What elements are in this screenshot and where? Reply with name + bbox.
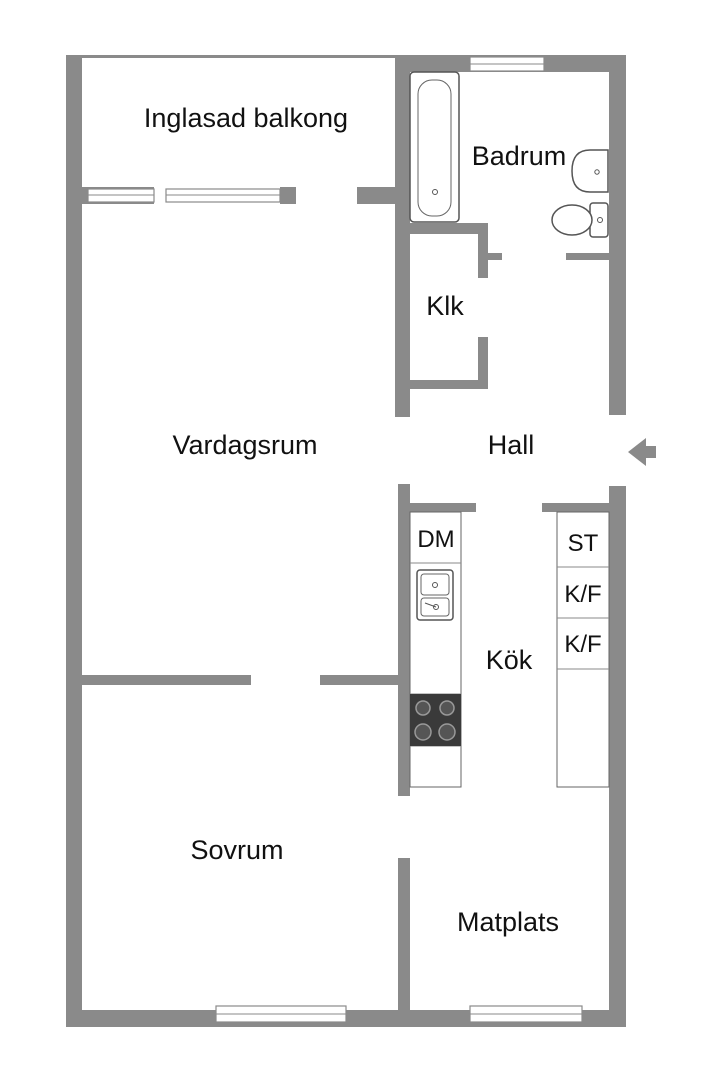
sink-icon: [571, 149, 609, 193]
bathtub-icon: [409, 71, 460, 223]
fridge-freezer-label-2: K/F: [564, 631, 601, 658]
kitchen-label: Kök: [486, 645, 533, 675]
entrance-arrow-icon: [628, 438, 656, 466]
stove-icon: [410, 694, 461, 746]
fridge-freezer-label-1: K/F: [564, 581, 601, 608]
balcony-label: Inglasad balkong: [144, 103, 348, 133]
interior-walls: [82, 55, 609, 1010]
closet-label: Klk: [426, 291, 464, 321]
dining-label: Matplats: [457, 907, 559, 937]
living-room-label: Vardagsrum: [172, 430, 317, 460]
windows: [87, 56, 583, 1023]
hall-label: Hall: [488, 430, 535, 460]
bedroom-label: Sovrum: [190, 835, 283, 865]
kitchen-counter-right: [556, 511, 610, 788]
kitchen-sink-icon: [416, 569, 454, 621]
bathroom-label: Badrum: [472, 141, 567, 171]
dishwasher-label: DM: [417, 526, 454, 553]
stove-top-label: ST: [568, 530, 599, 557]
toilet-icon: [551, 202, 609, 238]
